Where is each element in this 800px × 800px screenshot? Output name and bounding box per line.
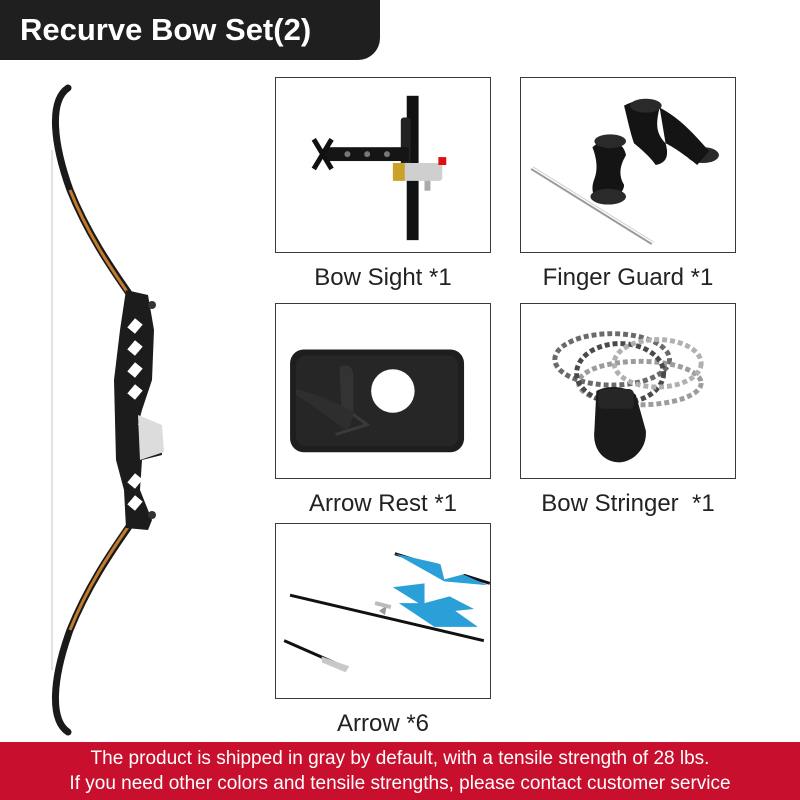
page-title: Recurve Bow Set(2) [20, 12, 312, 47]
recurve-bow-image [30, 80, 180, 740]
footer-notice: The product is shipped in gray by defaul… [0, 742, 800, 800]
finger-guard-icon [530, 98, 719, 245]
title-banner: Recurve Bow Set(2) [0, 0, 380, 60]
item-panel-bow-stringer [520, 303, 736, 479]
item-caption-bow-stringer: Bow Stringer *1 [541, 490, 715, 517]
footer-line-1: The product is shipped in gray by defaul… [90, 748, 710, 769]
recurve-bow-icon [51, 84, 164, 736]
bow-stringer-icon [552, 331, 704, 463]
item-caption-bow-sight: Bow Sight *1 [314, 264, 452, 291]
item-caption-arrow: Arrow *6 [336, 710, 430, 737]
item-panel-finger-guard [520, 77, 736, 253]
bow-sight-icon [311, 95, 447, 241]
arrow-icon [283, 552, 490, 673]
item-caption-arrow-rest: Arrow Rest *1 [308, 490, 458, 517]
footer-line-2: If you need other colors and tensile str… [69, 773, 731, 794]
item-panel-bow-sight [275, 77, 491, 253]
item-panel-arrow [275, 523, 491, 699]
arrow-rest-icon [290, 349, 465, 453]
item-panel-arrow-rest [275, 303, 491, 479]
item-caption-finger-guard: Finger Guard *1 [542, 264, 714, 291]
